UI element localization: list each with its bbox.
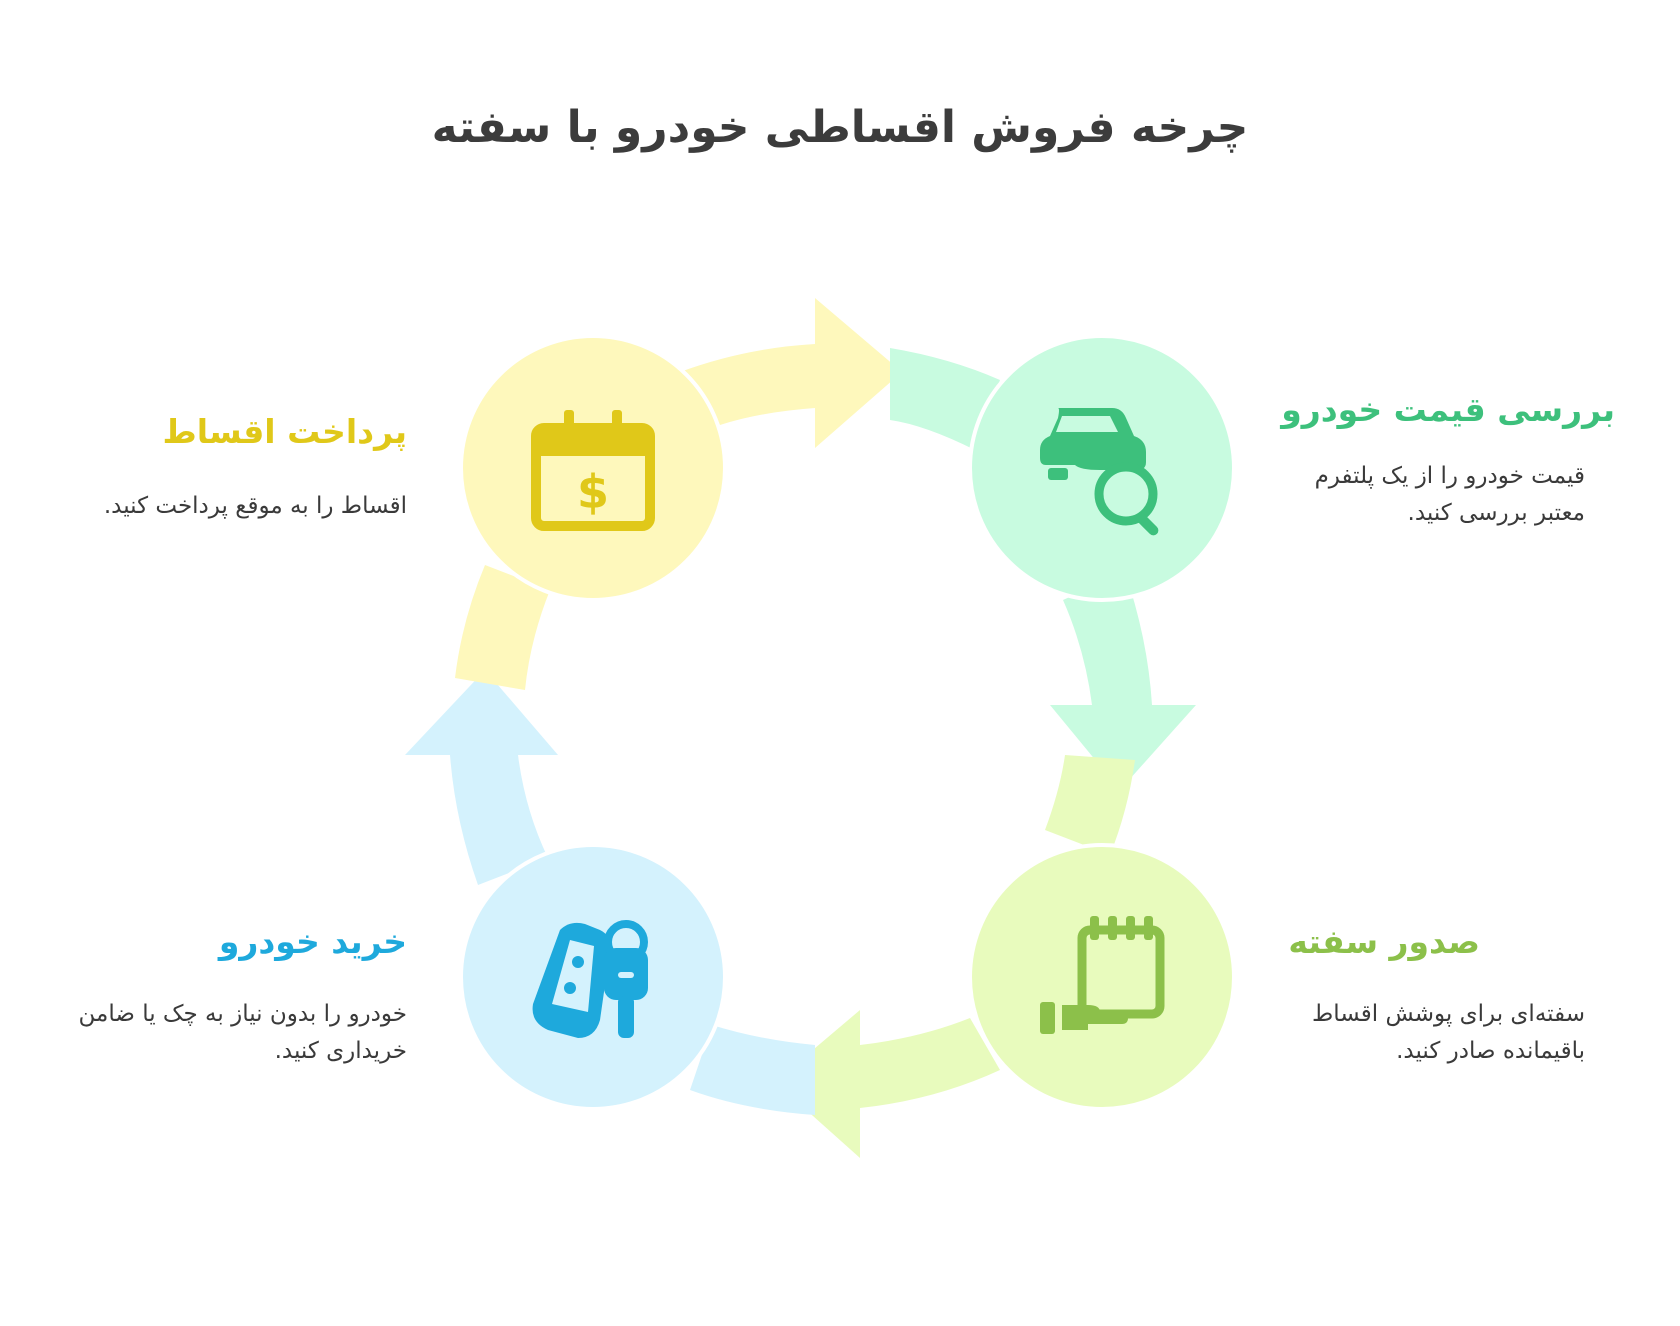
arrow-pay-tail xyxy=(455,565,550,690)
circle-issue-note xyxy=(968,843,1236,1111)
step-desc-issue-note: سفته‌ای برای پوشش اقساط باقیمانده صادر ک… xyxy=(1311,1001,1585,1064)
step-title-buy-car: خرید خودرو xyxy=(218,922,407,961)
circle-pay-installments xyxy=(459,334,727,602)
car-search-icon xyxy=(1040,408,1159,536)
step-title-issue-note: صدور سفته xyxy=(1288,922,1480,961)
svg-text:$: $ xyxy=(577,465,609,519)
step-desc-pay-installments: اقساط را به موقع پرداخت کنید. xyxy=(103,493,407,519)
arrow-pay-to-price xyxy=(680,298,902,448)
step-desc-price-check: قیمت خودرو را از یک پلتفرم معتبر بررسی ک… xyxy=(1314,463,1585,526)
car-key-icon xyxy=(532,920,648,1038)
step-title-price-check: بررسی قیمت خودرو xyxy=(1281,390,1615,429)
arrow-note-to-buy xyxy=(775,755,1135,1158)
step-title-pay-installments: پرداخت اقساط xyxy=(162,412,407,451)
arrow-buy-to-pay xyxy=(405,670,815,1115)
arrow-price-to-note xyxy=(890,348,1196,790)
page-title: چرخه فروش اقساطی خودرو با سفته xyxy=(431,102,1249,153)
calendar-dollar-icon: $ xyxy=(531,410,655,531)
step-desc-buy-car: خودرو را بدون نیاز به چک یا ضامن خریداری… xyxy=(78,1001,407,1064)
promissory-note-icon xyxy=(1040,916,1165,1034)
